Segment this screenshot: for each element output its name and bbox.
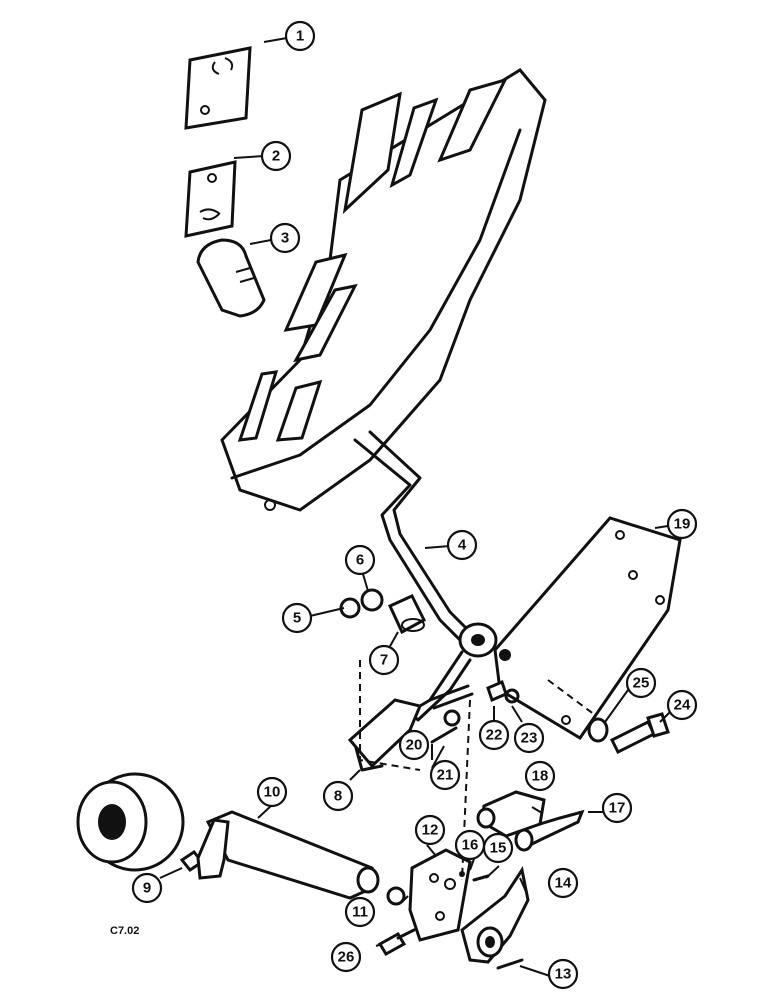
callout-2-label: 2 [272, 148, 280, 165]
callout-8: 8 [322, 780, 354, 812]
part-1-label-plate [184, 46, 252, 130]
callout-4: 4 [446, 529, 478, 561]
callout-26: 26 [330, 941, 362, 973]
part-6-washer [360, 588, 384, 612]
callout-3-label: 3 [281, 230, 289, 247]
part-25-washer [587, 717, 609, 743]
callout-9: 9 [131, 872, 163, 904]
part-10-shaft [196, 810, 380, 900]
callout-7: 7 [368, 644, 400, 676]
callout-21: 21 [429, 759, 461, 791]
part-15-spring [472, 874, 490, 882]
callout-24: 24 [666, 689, 698, 721]
callout-1: 1 [284, 20, 316, 52]
callout-1-label: 1 [296, 28, 304, 45]
callout-9-label: 9 [143, 880, 151, 897]
callout-16-label: 16 [462, 837, 479, 854]
callout-5: 5 [281, 602, 313, 634]
part-12-flange [408, 848, 472, 942]
callout-18-label: 18 [532, 768, 549, 785]
part-4-gear-lever [353, 430, 498, 722]
callout-15-label: 15 [490, 840, 507, 857]
part-14-selector-arm [460, 866, 530, 964]
callout-4-label: 4 [458, 537, 467, 554]
callout-3: 3 [269, 222, 301, 254]
part-21-bolt [430, 709, 461, 744]
part-23-washer [504, 688, 520, 704]
callout-7-label: 7 [380, 652, 388, 669]
callout-16: 16 [454, 829, 486, 861]
callout-2: 2 [260, 140, 292, 172]
part-2-label-plate [184, 160, 237, 238]
callout-12-label: 12 [422, 822, 439, 839]
callout-20-label: 20 [406, 737, 423, 754]
callout-25: 25 [625, 667, 657, 699]
callout-26-label: 26 [338, 949, 355, 966]
callout-12: 12 [414, 814, 446, 846]
part-3-lever-knob [196, 238, 266, 318]
callout-22-label: 22 [486, 727, 503, 744]
callout-19-label: 19 [674, 516, 691, 533]
gear-gate-console [220, 68, 547, 512]
callout-6: 6 [344, 544, 376, 576]
part-18-block [476, 790, 546, 838]
selector-hub [76, 772, 185, 872]
part-7-spacer [388, 594, 426, 635]
callout-20: 20 [398, 729, 430, 761]
callout-25-label: 25 [633, 675, 650, 692]
callout-11: 11 [344, 896, 376, 928]
part-22-nut [486, 679, 508, 703]
callout-23-label: 23 [521, 730, 538, 747]
callout-5-label: 5 [293, 610, 301, 627]
part-26-screw [377, 928, 416, 957]
callout-6-label: 6 [356, 552, 364, 569]
callout-14: 14 [547, 867, 579, 899]
callout-8-label: 8 [334, 788, 342, 805]
figure-code: C7.02 [110, 925, 140, 937]
callout-19: 19 [666, 508, 698, 540]
part-11-circlip [386, 886, 406, 906]
part-19-mounting-plate [493, 516, 682, 741]
part-20-pin [428, 684, 474, 710]
callout-17: 17 [601, 792, 633, 824]
callout-14-label: 14 [555, 875, 572, 892]
callout-18: 18 [524, 760, 556, 792]
part-17-fork [514, 809, 585, 852]
callout-17-label: 17 [609, 800, 626, 817]
callout-22: 22 [478, 719, 510, 751]
callout-13: 13 [547, 958, 579, 990]
callout-10: 10 [256, 776, 288, 808]
callout-15: 15 [482, 832, 514, 864]
part-24-bolt [609, 712, 670, 755]
callout-23: 23 [513, 722, 545, 754]
callout-10-label: 10 [264, 784, 281, 801]
callout-11-label: 11 [352, 904, 368, 921]
callout-21-label: 21 [437, 767, 454, 784]
callout-13-label: 13 [555, 966, 572, 983]
callout-24-label: 24 [674, 697, 691, 714]
part-13-pin [496, 958, 524, 970]
